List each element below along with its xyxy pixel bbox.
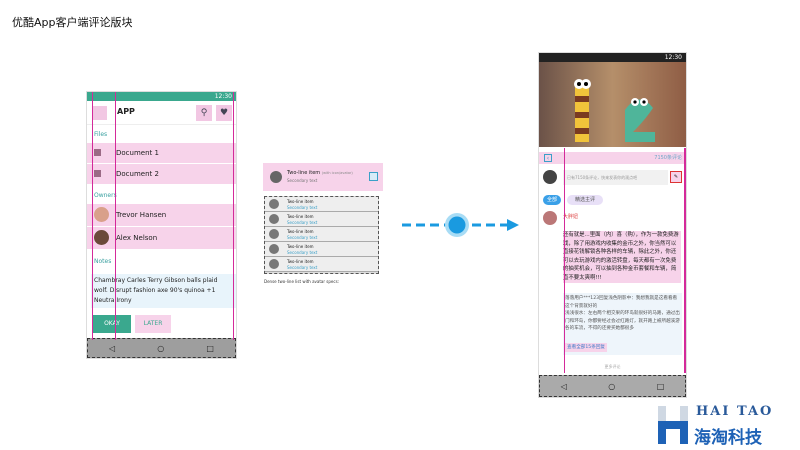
- folder-icon: [94, 149, 101, 156]
- section-notes-header: Notes: [94, 258, 112, 265]
- avatar: [543, 170, 557, 184]
- heart-icon[interactable]: ♥: [216, 105, 232, 121]
- spec-guide-line: [115, 92, 116, 340]
- item-secondary: Secondary text: [287, 178, 318, 183]
- reply-text: 浅浅很水：左右两个相交果的环岛就很好的马路，通过出门和环岛，你都要经过会过红路灯…: [565, 311, 680, 331]
- reply-text: 落落用户***123回复浅色阴影中：我想我就是这看看看这个背景就好的: [565, 296, 678, 309]
- haitao-logo: HAI TAO 海淘科技: [656, 402, 790, 448]
- item-secondary: Secondary text: [287, 250, 318, 255]
- later-button[interactable]: LATER: [135, 315, 171, 333]
- reply-block: 落落用户***123回复浅色阴影中：我想我就是这看看看这个背景就好的 浅浅很水：…: [563, 293, 682, 355]
- page-title: 优酷App客户端评论版块: [12, 16, 133, 29]
- section-owners-header: Owners: [94, 192, 117, 199]
- document-label: Document 2: [116, 170, 159, 178]
- item-secondary: Secondary text: [287, 220, 318, 225]
- item-title: Two-line item: [287, 229, 314, 234]
- section-files-header: Files: [94, 131, 108, 138]
- nav-bar: ◁ ○ □: [539, 375, 686, 397]
- avatar: [269, 199, 279, 209]
- comment-input[interactable]: 已有7150条评论，快来发表你的观点吧: [563, 170, 668, 185]
- checkbox[interactable]: [369, 172, 378, 181]
- avatar: [270, 171, 282, 183]
- search-icon[interactable]: ⚲: [196, 105, 212, 121]
- left-phone-mockup: 12:30 APP ⚲ ♥ Files Document 1 Document …: [86, 91, 237, 359]
- spec-guide-line: [233, 92, 234, 340]
- transition-arrow-icon: [402, 213, 519, 237]
- comments-header-bar: ‹ 7150条评论: [539, 152, 686, 164]
- commenter-name[interactable]: 大胖妞: [563, 214, 579, 220]
- item-secondary: Secondary text: [287, 265, 318, 270]
- view-all-replies-link[interactable]: 查看全部15条回复: [565, 342, 608, 352]
- status-time: 12:30: [214, 93, 232, 100]
- avatar: [269, 214, 279, 224]
- recent-apps-icon[interactable]: □: [656, 381, 665, 391]
- item-title: Two-line item: [287, 244, 314, 249]
- video-player[interactable]: [539, 62, 686, 147]
- logo-chinese-text: 海淘科技: [694, 428, 762, 448]
- list-item-owner[interactable]: Alex Nelson: [87, 227, 236, 249]
- home-icon[interactable]: ○: [608, 381, 616, 391]
- spec-guide-line: [684, 148, 686, 373]
- okay-button[interactable]: OKAY: [93, 315, 131, 333]
- avatar: [94, 207, 109, 222]
- back-icon[interactable]: ◁: [560, 381, 567, 391]
- back-icon[interactable]: ◁: [109, 343, 116, 353]
- app-bar: APP ⚲ ♥: [87, 101, 236, 125]
- list-item-document[interactable]: Document 2: [87, 164, 236, 184]
- item-title: Two-line item: [287, 199, 314, 204]
- comment-item: 大胖妞 还有就是...里面（内）喜（购），作为一款免费游戏，除了用游戏内收集的金…: [543, 211, 682, 289]
- nav-bar: ◁ ○ □: [87, 338, 236, 358]
- avatar: [269, 229, 279, 239]
- item-secondary: Secondary text: [287, 205, 318, 210]
- status-bar: 12:30: [87, 92, 236, 101]
- item-title: Two-line item: [287, 214, 314, 219]
- status-time: 12:30: [664, 54, 682, 61]
- avatar[interactable]: [543, 211, 557, 225]
- avatar: [269, 259, 279, 269]
- dense-list-caption: Dense two-line list with avatar specs:: [264, 279, 340, 284]
- home-icon[interactable]: ○: [157, 343, 165, 353]
- filter-all-tab[interactable]: 全部: [543, 195, 561, 205]
- owner-name: Trevor Hansen: [116, 211, 167, 219]
- haitao-logo-mark-icon: [658, 406, 688, 444]
- right-phone-mockup: 12:30 ‹ 7150条评论 已有7150条评论，快来发表你的观点吧 ✎ 全部…: [538, 52, 687, 398]
- logo-english-text: HAI TAO: [696, 404, 774, 419]
- document-label: Document 1: [116, 149, 159, 157]
- comment-icon[interactable]: ✎: [670, 171, 682, 183]
- filter-highlight-tab[interactable]: 精选主评: [567, 195, 603, 205]
- notes-text: Chambray Carles Terry Gibson balls plaid…: [91, 274, 236, 308]
- video-thumbnail-toy-image: [574, 79, 655, 142]
- owner-name: Alex Nelson: [116, 234, 158, 242]
- list-item-owner[interactable]: Trevor Hansen: [87, 204, 236, 226]
- item-secondary: Secondary text: [287, 235, 318, 240]
- avatar: [269, 244, 279, 254]
- more-comments-link[interactable]: 更多评论: [604, 364, 621, 369]
- filter-tabs: 全部 精选主评: [539, 193, 686, 207]
- spec-guide-line: [92, 92, 93, 340]
- item-title: Two-line item: [287, 259, 314, 264]
- comment-text: 还有就是...里面（内）喜（购），作为一款免费游戏，除了用游戏内收集的金币之外，…: [563, 231, 681, 283]
- app-title: APP: [117, 107, 135, 116]
- two-line-list-item[interactable]: Two-line item (with icon/avatar) Seconda…: [263, 163, 383, 191]
- back-chevron-icon[interactable]: ‹: [544, 154, 552, 162]
- folder-icon: [94, 170, 101, 177]
- comment-input-row: 已有7150条评论，快来发表你的观点吧 ✎: [539, 166, 686, 190]
- recent-apps-icon[interactable]: □: [206, 343, 214, 353]
- item-title: Two-line item (with icon/avatar): [287, 170, 353, 176]
- status-bar: 12:30: [539, 53, 686, 62]
- list-item-document[interactable]: Document 1: [87, 143, 236, 163]
- avatar: [94, 230, 109, 245]
- comment-count: 7150条评论: [654, 155, 682, 161]
- menu-icon[interactable]: [93, 106, 107, 120]
- spec-guide-line: [564, 148, 565, 373]
- button-row: OKAY LATER: [87, 315, 236, 333]
